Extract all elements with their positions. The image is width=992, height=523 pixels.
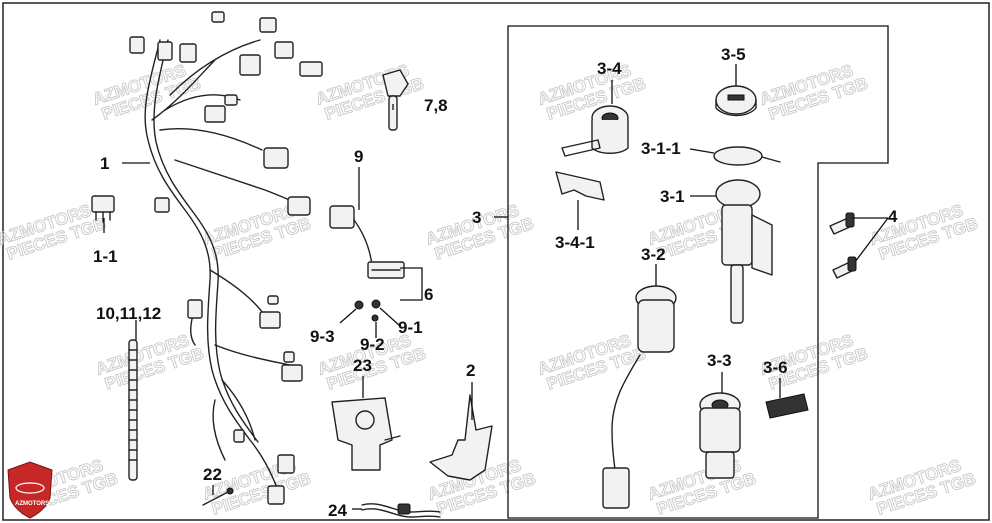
callout-10-11-12: 10,11,12 [96,304,161,323]
key-part[interactable] [382,69,409,131]
watermark: AZMOTORS PIECES TGB [865,455,979,519]
main-switch-part[interactable] [715,179,773,324]
callout-9-1: 9-1 [398,318,423,337]
leader-lines [103,64,889,510]
bolts-part[interactable] [829,212,857,279]
watermark: AZMOTORS PIECES TGB [645,455,759,519]
callout-3: 3 [472,208,481,227]
helmet-lock-part[interactable] [699,392,741,479]
brand-logo: AZMOTORS [7,461,53,519]
watermark: AZMOTORS PIECES TGB [757,60,871,124]
fuel-cap-part[interactable] [715,85,757,117]
callout-3-4-1: 3-4-1 [555,233,595,252]
callout-1-1: 1-1 [93,247,118,266]
callout-labels: 1 1-1 10,11,12 9 7,8 6 9-3 9-2 9-1 23 2 … [93,45,898,520]
watermark: AZMOTORS PIECES TGB [90,60,204,124]
gasket-part[interactable] [713,146,781,166]
callout-3-1: 3-1 [660,187,685,206]
callout-3-2: 3-2 [641,245,666,264]
callout-22: 22 [203,465,222,484]
callout-9: 9 [354,147,363,166]
cable-tie-part[interactable] [128,339,138,481]
sub-harness-part[interactable] [329,205,405,279]
callout-23: 23 [353,356,372,375]
watermark: AZMOTORS PIECES TGB [93,330,207,394]
watermark: AZMOTORS PIECES TGB [867,200,981,264]
callout-2: 2 [466,361,475,380]
clip-part[interactable] [555,171,605,201]
screw-part[interactable] [371,314,379,322]
callout-3-1-1: 3-1-1 [641,139,681,158]
callout-4: 4 [888,207,898,226]
ignition-cable-part[interactable] [602,285,677,509]
bracket-part[interactable] [331,397,401,471]
callout-3-5: 3-5 [721,45,746,64]
watermark: AZMOTORS PIECES TGB [535,330,649,394]
watermark: AZMOTORS PIECES TGB [200,455,314,519]
lock-set-boundary [507,25,889,519]
callout-3-6: 3-6 [763,358,788,377]
bolt-part[interactable] [202,487,234,506]
relay-part[interactable] [91,195,115,223]
grommet-part[interactable] [765,393,809,419]
callout-9-3: 9-3 [310,327,335,346]
callout-24: 24 [328,501,347,520]
callout-3-4: 3-4 [597,59,622,78]
callout-3-3: 3-3 [707,351,732,370]
wire-lead-part[interactable] [361,503,441,518]
seat-lock-part[interactable] [561,105,629,157]
watermark: AZMOTORS PIECES TGB [313,60,427,124]
callout-6: 6 [424,285,433,304]
callout-7-8: 7,8 [424,96,448,115]
watermark: AZMOTORS PIECES TGB [535,60,649,124]
screw-part[interactable] [354,300,364,310]
callout-1: 1 [100,154,109,173]
stay-bracket-part[interactable] [429,394,493,481]
logo-text: AZMOTORS [15,501,49,507]
callout-9-2: 9-2 [360,335,385,354]
watermark-group: AZMOTORS PIECES TGB AZMOTORS PIECES TGB … [0,60,981,519]
wiring-harness-part[interactable] [129,11,323,505]
screw-part[interactable] [371,299,381,309]
